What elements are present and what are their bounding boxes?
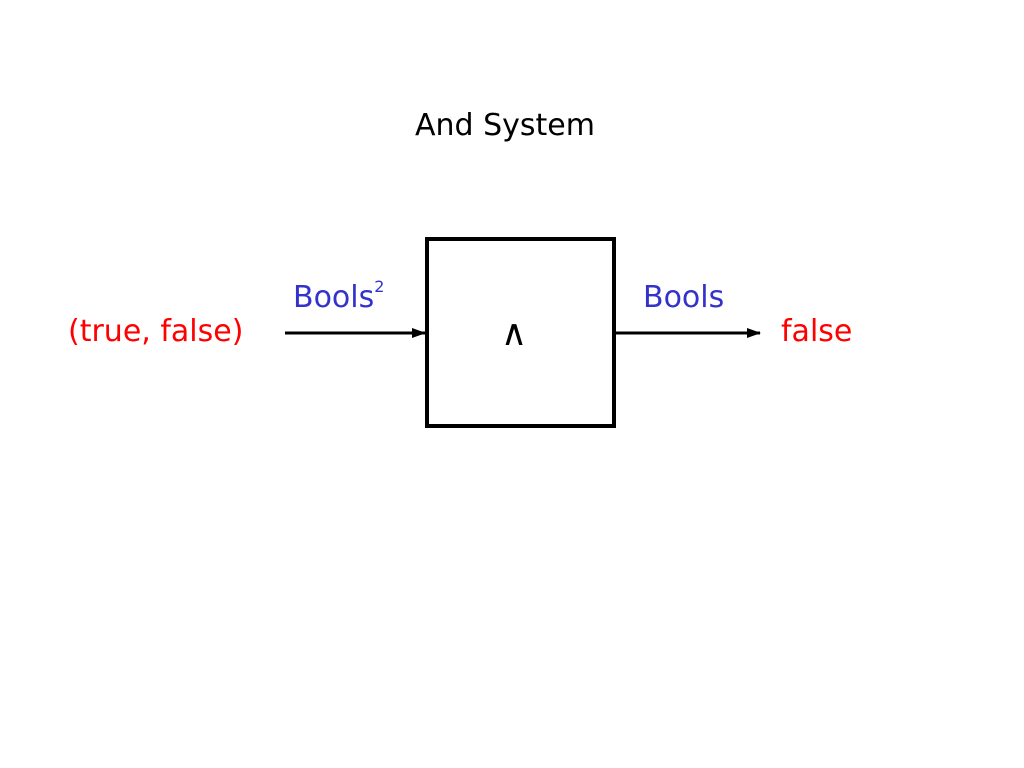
input-type-label: Bools2: [293, 277, 385, 315]
and-operator-symbol: ∧: [501, 313, 527, 354]
and-block: [425, 237, 616, 428]
output-type-label: Bools: [643, 280, 725, 315]
input-type-text: Bools: [293, 280, 375, 315]
input-value-label: (true, false): [68, 314, 244, 349]
diagram-title: And System: [415, 108, 595, 143]
input-type-exponent: 2: [374, 277, 385, 296]
output-value-label: false: [781, 314, 853, 349]
